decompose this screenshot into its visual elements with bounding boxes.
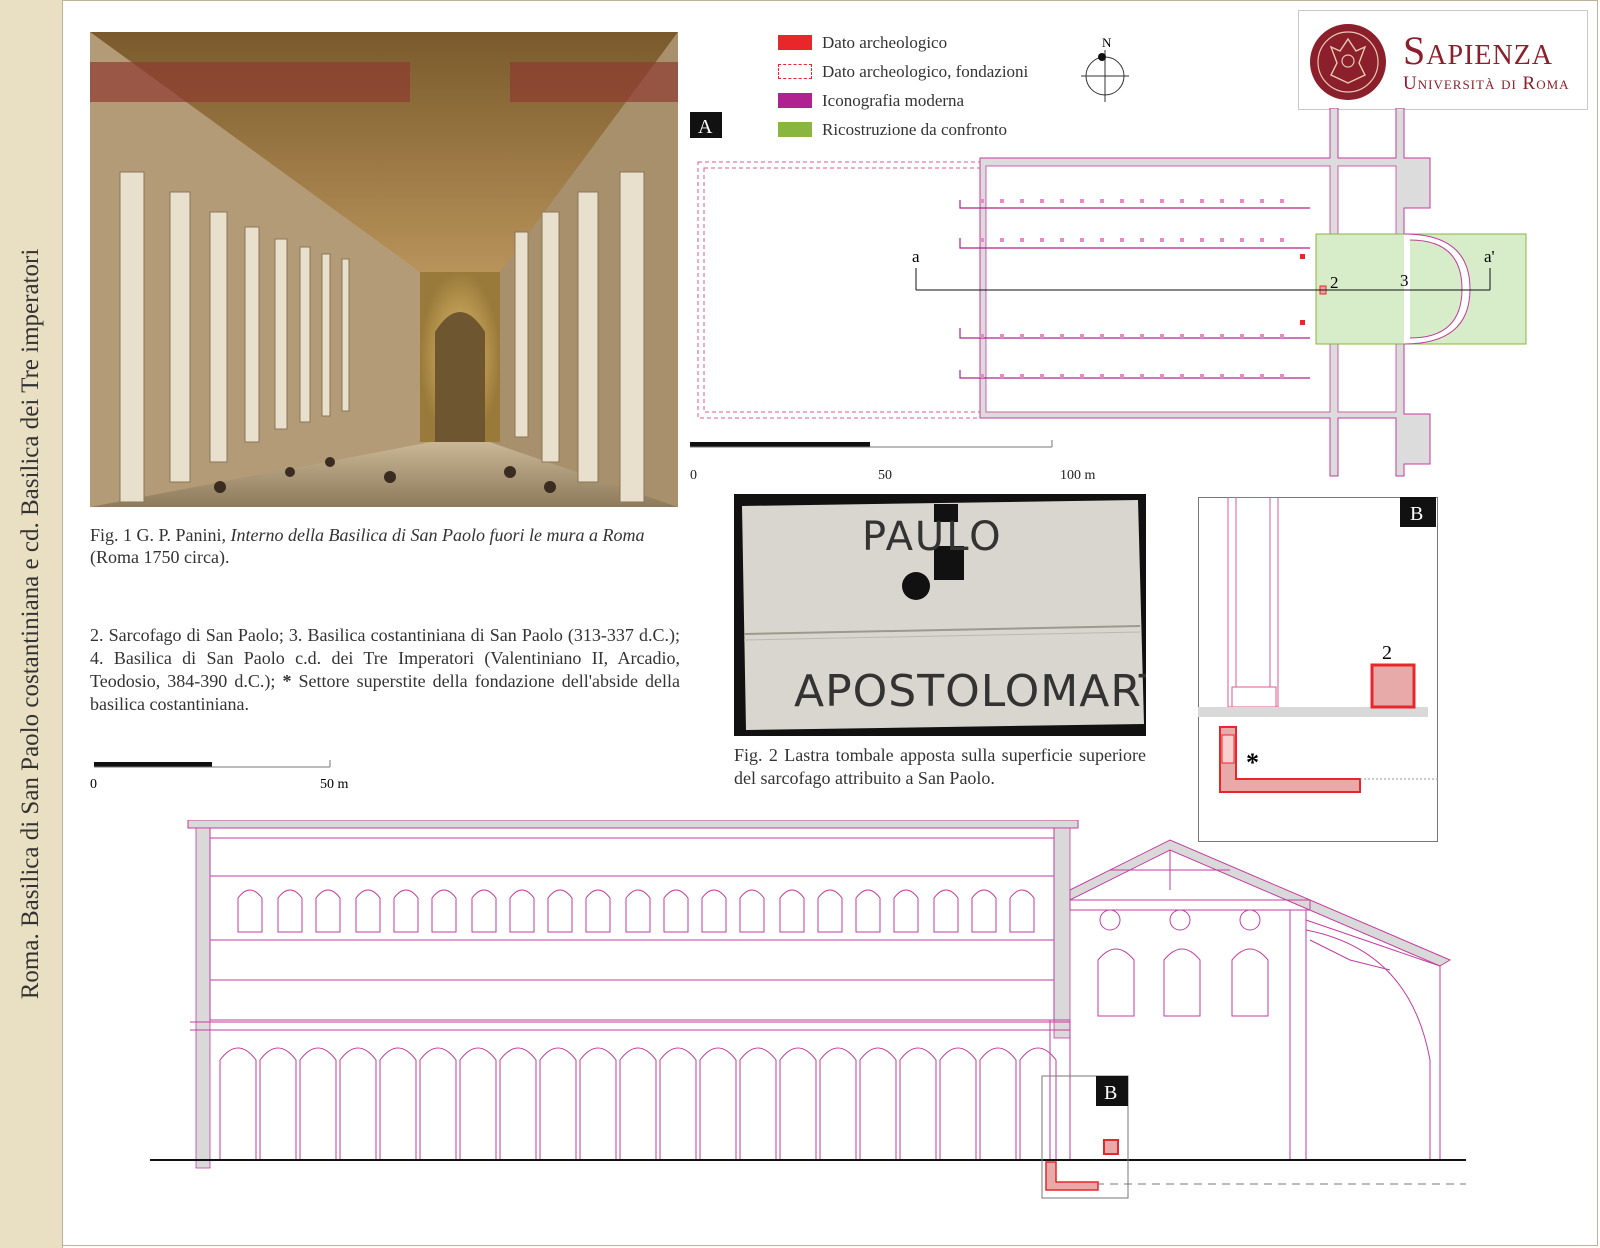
sapienza-logo: Sapienza Università di Roma bbox=[1298, 10, 1588, 110]
notes-text-b: Settore superstite della fondazione dell… bbox=[90, 671, 680, 714]
scale-bar-elevation: 0 50 m bbox=[90, 754, 350, 794]
plan-label-2: 2 bbox=[1330, 273, 1339, 292]
elevation-panel-label: B bbox=[1104, 1082, 1117, 1104]
scale-left-start: 0 bbox=[90, 777, 97, 792]
scale-left-end: 50 m bbox=[320, 777, 349, 792]
legend-notes: 2. Sarcofago di San Paolo; 3. Basilica c… bbox=[90, 624, 680, 716]
logo-name: Sapienza bbox=[1403, 28, 1554, 73]
legend-swatch bbox=[778, 122, 812, 137]
logo-subtitle: Università di Roma bbox=[1403, 73, 1570, 94]
notes-text-a: 2. Sarcofago di San Paolo; 3. Basilica c… bbox=[90, 625, 680, 691]
legend-item-dato-archeologico: Dato archeologico bbox=[778, 28, 1078, 57]
plan-scale-end: 100 m bbox=[1060, 468, 1096, 483]
sapienza-seal-icon bbox=[1309, 23, 1387, 101]
inscription-top: PAULO bbox=[862, 514, 1003, 560]
north-label: N bbox=[1102, 36, 1112, 50]
legend-swatch bbox=[778, 93, 812, 108]
legend-swatch bbox=[778, 35, 812, 50]
plan-panel-label: A bbox=[698, 116, 713, 138]
longitudinal-section: B bbox=[150, 819, 1490, 1240]
sidebar: Roma. Basilica di San Paolo costantinian… bbox=[0, 0, 63, 1248]
legend-item-fondazioni: Dato archeologico, fondazioni bbox=[778, 57, 1078, 86]
color-legend: Dato archeologico Dato archeologico, fon… bbox=[778, 28, 1078, 144]
inscription-bottom: APOSTOLOMART bbox=[794, 666, 1146, 717]
legend-item-iconografia-moderna: Iconografia moderna bbox=[778, 86, 1078, 115]
fig1-caption: Fig. 1 G. P. Panini, Interno della Basil… bbox=[90, 524, 680, 568]
plan-scale-mid: 50 bbox=[878, 468, 892, 483]
detail-b-section: B 2 * bbox=[1198, 496, 1438, 842]
detail-label-2: 2 bbox=[1382, 642, 1392, 664]
fig2-caption: Fig. 2 Lastra tombale apposta sulla supe… bbox=[734, 745, 1146, 788]
detail-panel-label: B bbox=[1410, 503, 1423, 525]
plan-label-3: 3 bbox=[1400, 271, 1409, 290]
tomb-slab-photo: PAULO APOSTOLOMART bbox=[734, 494, 1146, 736]
fig1-caption-title: Interno della Basilica di San Paolo fuor… bbox=[230, 525, 645, 545]
fig1-caption-prefix: Fig. 1 G. P. Panini, bbox=[90, 525, 231, 545]
plan-scale-start: 0 bbox=[690, 468, 697, 483]
notes-asterisk: * bbox=[282, 671, 292, 691]
plan-a: A a a' bbox=[680, 107, 1580, 488]
legend-item-ricostruzione: Ricostruzione da confronto bbox=[778, 115, 1078, 144]
north-arrow-icon: N bbox=[1078, 35, 1132, 106]
arcade-columns bbox=[219, 1047, 1057, 1160]
clerestory-windows bbox=[237, 889, 1035, 933]
fig1-caption-suffix: (Roma 1750 circa). bbox=[90, 547, 230, 567]
section-end-label: a' bbox=[1484, 247, 1495, 266]
panini-painting bbox=[90, 32, 678, 507]
detail-asterisk: * bbox=[1246, 748, 1259, 777]
column-rows bbox=[980, 199, 1284, 378]
legend-swatch bbox=[778, 64, 812, 79]
sidebar-title: Roma. Basilica di San Paolo costantinian… bbox=[17, 248, 44, 1000]
section-start-label: a bbox=[912, 247, 920, 266]
